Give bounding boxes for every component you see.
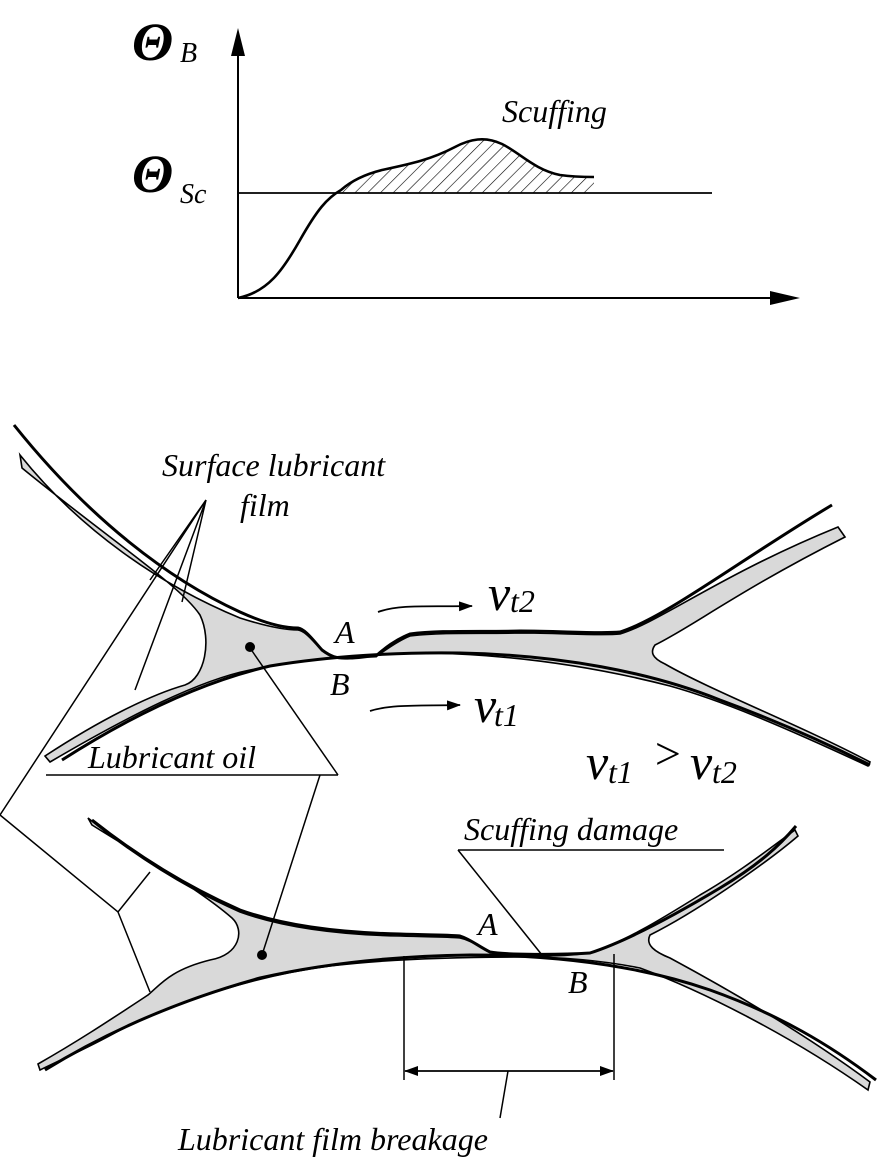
point-b-lower: B — [568, 964, 588, 1000]
relation-right: v — [690, 734, 713, 790]
contact-lower: Scuffing damage A B Lubricant film break… — [37, 774, 877, 1157]
oil-pointer-upper — [249, 647, 339, 776]
point-a-lower: A — [476, 906, 498, 942]
scuffing-hatched-region — [341, 139, 594, 193]
oil-pointer-dot-lower — [257, 950, 267, 960]
velocity-label-top-sub: t2 — [510, 583, 535, 619]
lower-contact-lower-surface — [44, 953, 877, 1082]
lower-roller-surface — [61, 651, 871, 767]
scuffing-damage-leader — [457, 849, 543, 956]
lower-contact-upper-surface — [91, 818, 798, 956]
film-leader-lines — [134, 499, 207, 691]
velocity-relation: v t1 > v t2 — [586, 728, 737, 790]
relation-left: v — [586, 734, 609, 790]
oil-pointer-lower — [261, 774, 321, 956]
relation-right-sub: t2 — [712, 754, 737, 790]
film-long-leaders — [0, 499, 207, 993]
velocity-arrow-bottom — [369, 700, 461, 712]
film-label-line1: Surface lubricant — [162, 447, 386, 483]
film-label-line2: film — [240, 487, 290, 523]
velocity-label-bottom-sub: t1 — [494, 697, 519, 733]
y-axis-label-sub: B — [180, 38, 197, 69]
breakage-label: Lubricant film breakage — [177, 1121, 488, 1157]
y-axis-label: Θ — [132, 12, 173, 72]
upper-roller-surface — [12, 424, 833, 660]
threshold-label-sub: Sc — [180, 179, 207, 210]
oil-pointer-dot-upper — [245, 642, 255, 652]
velocity-label-bottom: v — [474, 677, 497, 733]
velocity-arrow-top — [377, 601, 473, 613]
velocity-label-top: v — [488, 565, 511, 621]
relation-left-sub: t1 — [608, 754, 633, 790]
shared-labels: Surface lubricant film Lubricant oil — [0, 447, 386, 993]
scuffing-damage-label: Scuffing damage — [464, 811, 678, 847]
contact-upper: v t2 v t1 A B — [12, 424, 872, 776]
scuffing-label: Scuffing — [502, 93, 607, 129]
y-axis-arrowhead — [231, 28, 245, 56]
temperature-graph: Θ B Θ Sc Scuffing — [132, 12, 800, 305]
upper-lubricant-region — [18, 452, 872, 768]
temperature-curve — [237, 138, 595, 300]
point-a-upper: A — [333, 614, 355, 650]
threshold-label: Θ — [132, 144, 173, 204]
breakage-leader — [499, 1070, 509, 1119]
point-b-upper: B — [330, 666, 350, 702]
x-axis-arrowhead — [770, 291, 800, 305]
oil-label: Lubricant oil — [87, 739, 256, 775]
relation-operator: > — [652, 728, 683, 779]
